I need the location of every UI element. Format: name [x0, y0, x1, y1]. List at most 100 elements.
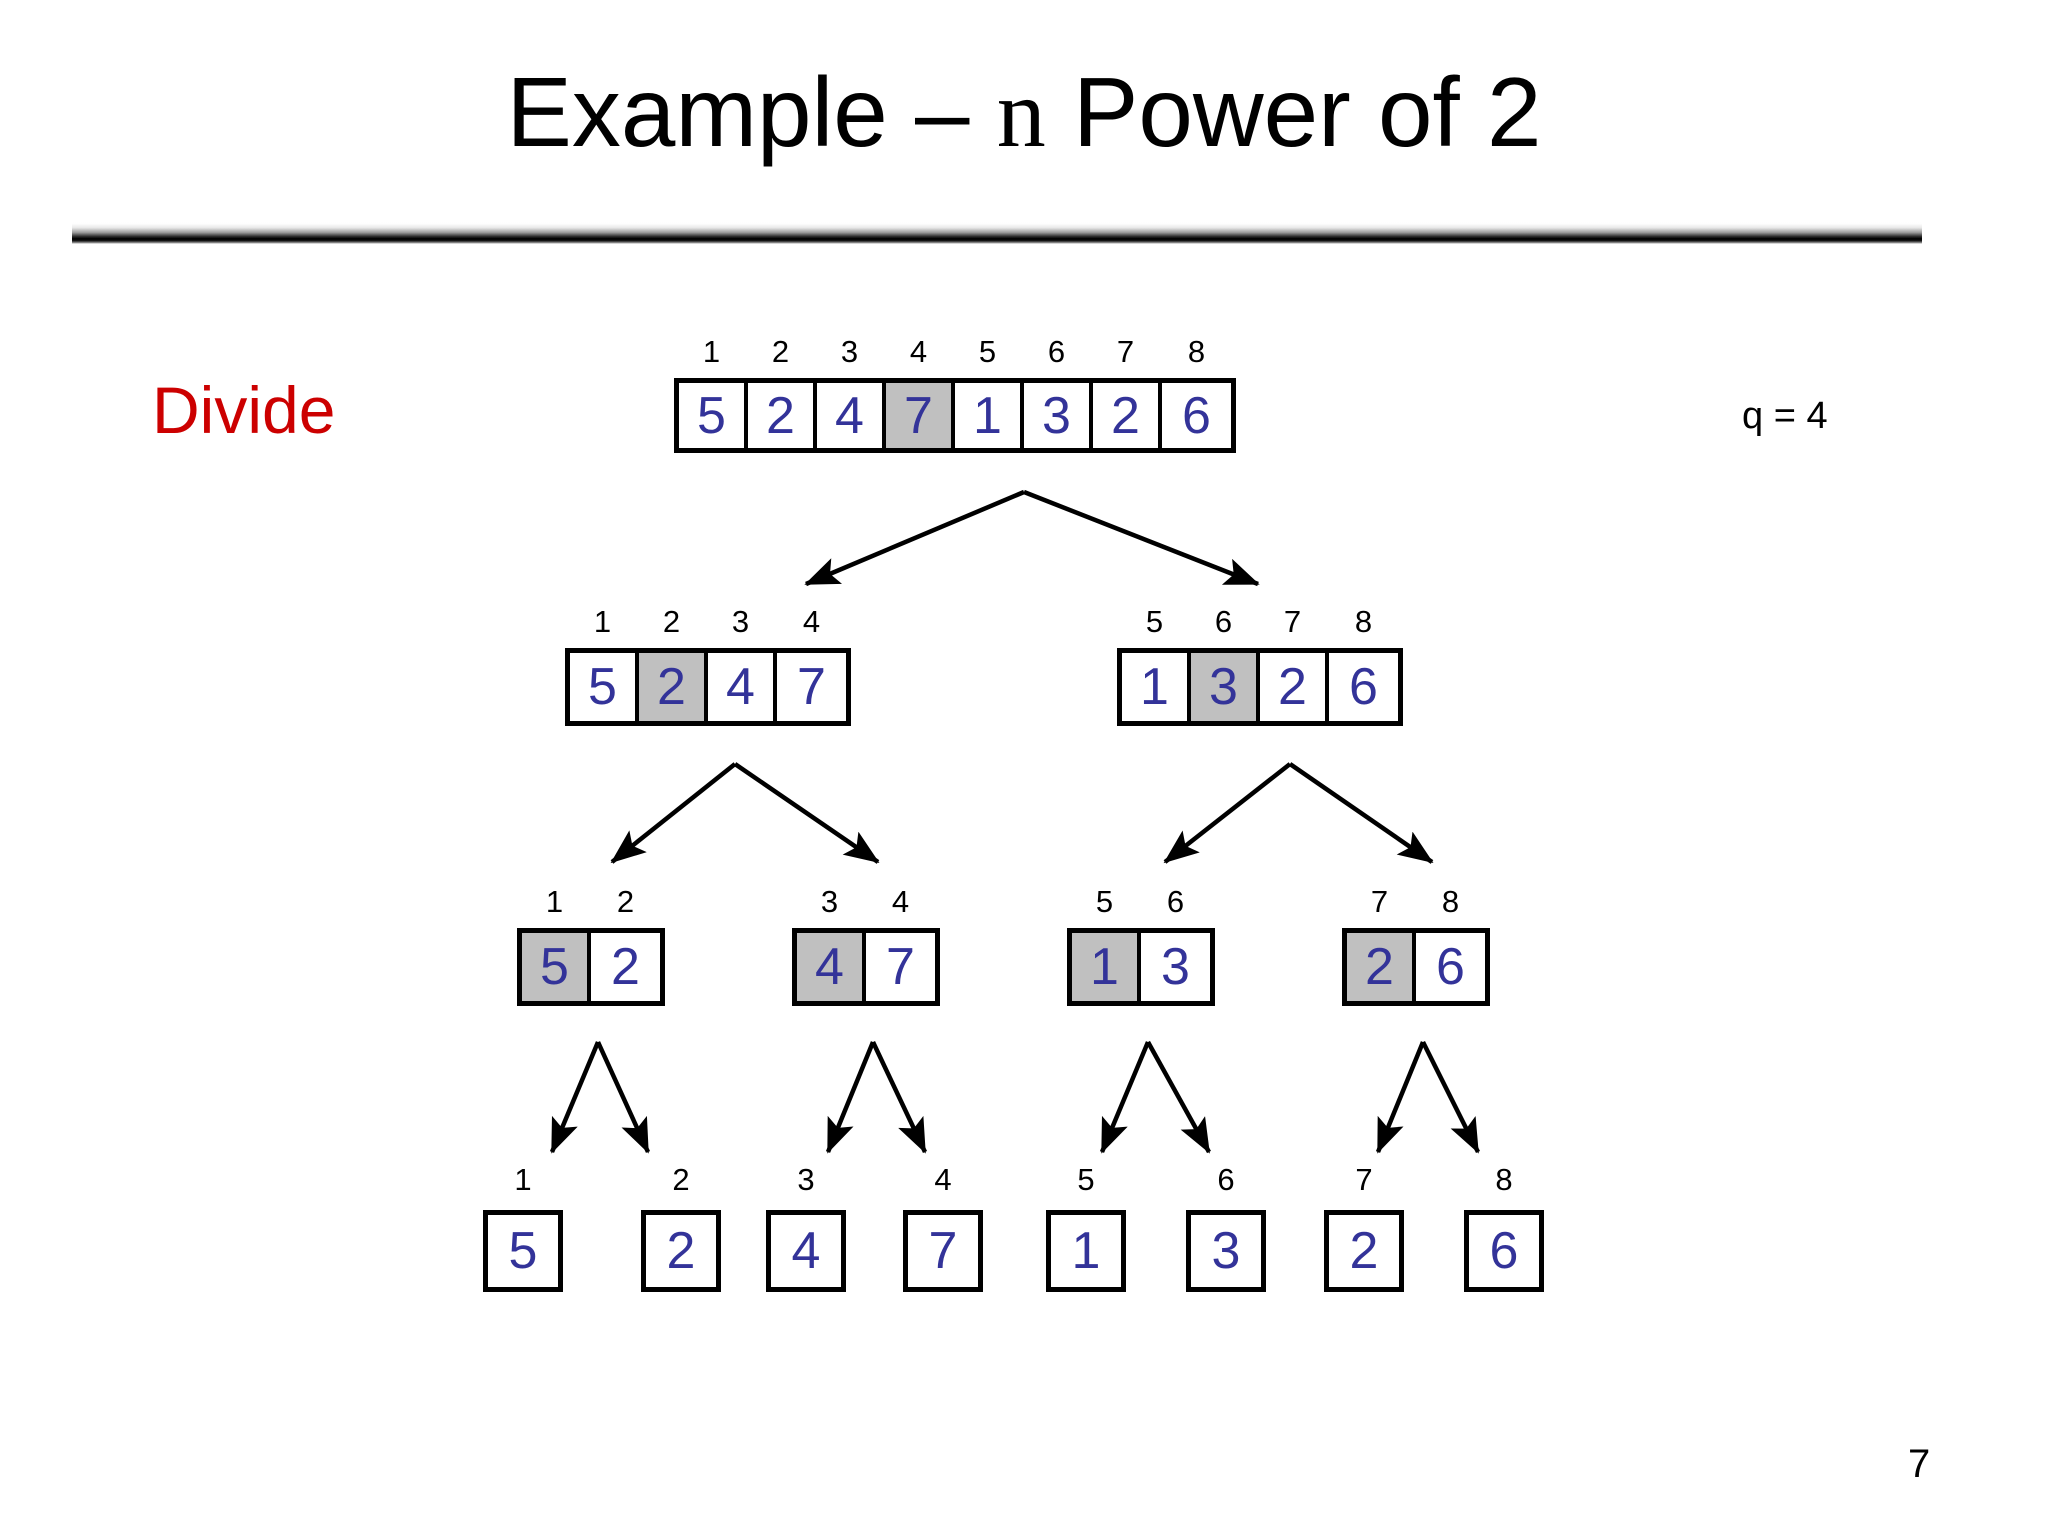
array-index-label: 6 [1166, 884, 1185, 919]
array-index-label: 8 [1187, 334, 1206, 369]
array-index-label: 5 [1095, 884, 1114, 919]
array-cell-value: 1 [973, 386, 1002, 445]
arrow-pair-4-to-leaf-8 [1420, 1040, 1481, 1154]
array-cell-value: 3 [1209, 658, 1238, 716]
array-index-label: 5 [978, 334, 997, 369]
array-cell-value: 4 [835, 386, 864, 445]
array-index-label: 4 [891, 884, 910, 919]
arrow-right-half-to-pair-3 [1163, 762, 1292, 864]
title-suffix: Power of 2 [1045, 57, 1542, 167]
page-title: Example – n Power of 2 [0, 56, 2048, 170]
arrow-pair-1-to-leaf-2 [595, 1041, 651, 1154]
arrow-root-to-right [1023, 489, 1260, 587]
array-cell-value: 6 [1349, 658, 1378, 716]
page-number: 7 [1908, 1442, 1931, 1486]
array-index-label: 8 [1441, 884, 1460, 919]
array-index-label: 3 [840, 334, 859, 369]
leaf-value: 2 [1349, 1222, 1379, 1280]
leaf-index-label: 6 [1217, 1162, 1235, 1197]
leaf-value: 7 [928, 1222, 958, 1280]
array-cell-value: 7 [797, 658, 826, 716]
array-cell-value: 5 [588, 658, 617, 716]
leaf-index-label: 4 [934, 1162, 952, 1197]
pivot-q-label: q = 4 [1742, 395, 1828, 437]
array-index-label: 7 [1370, 884, 1389, 919]
divide-step-label: Divide [152, 373, 336, 447]
arrow-pair-3-to-leaf-6 [1146, 1040, 1211, 1154]
arrow-right-half-to-pair-4 [1288, 762, 1434, 864]
arrow-left-half-to-pair-1 [610, 762, 737, 864]
leaf-value: 6 [1489, 1222, 1519, 1280]
arrow-pair-3-to-leaf-5 [1099, 1041, 1151, 1154]
leaf-index-label: 8 [1495, 1162, 1513, 1197]
array-cell-value: 4 [815, 938, 844, 996]
title-variable-n: n [996, 60, 1046, 168]
leaf-value: 1 [1071, 1222, 1101, 1280]
array-cell-value: 2 [657, 658, 686, 716]
array-cell-value: 7 [904, 386, 933, 445]
array-cell-value: 5 [540, 938, 569, 996]
leaf-value: 3 [1211, 1222, 1241, 1280]
array-cell-value: 4 [726, 658, 755, 716]
leaf-index-label: 1 [514, 1162, 532, 1197]
array-index-label: 1 [593, 604, 612, 639]
array-cell-value: 1 [1140, 658, 1169, 716]
arrow-pair-2-to-leaf-4 [870, 1041, 928, 1154]
array-index-label: 5 [1145, 604, 1164, 639]
array-cell-value: 2 [1278, 658, 1307, 716]
array-cell-value: 3 [1161, 938, 1190, 996]
array-index-label: 1 [702, 334, 721, 369]
array-index-label: 6 [1214, 604, 1233, 639]
array-index-label: 3 [820, 884, 839, 919]
array-index-label: 6 [1047, 334, 1066, 369]
array-cell-value: 3 [1042, 386, 1071, 445]
array-index-label: 8 [1354, 604, 1373, 639]
leaf-value: 4 [791, 1222, 821, 1280]
array-cell-value: 2 [1111, 386, 1140, 445]
leaf-index-label: 3 [797, 1162, 815, 1197]
arrow-pair-4-to-leaf-7 [1375, 1041, 1426, 1154]
arrow-pair-2-to-leaf-3 [825, 1041, 876, 1154]
array-cell-value: 2 [611, 938, 640, 996]
array-index-label: 2 [662, 604, 681, 639]
array-index-label: 7 [1116, 334, 1135, 369]
arrow-pair-1-to-leaf-1 [549, 1041, 601, 1154]
title-divider-rule [72, 222, 1922, 244]
array-cell-value: 2 [1365, 938, 1394, 996]
arrow-root-to-left [804, 489, 1025, 587]
array-cell-value: 2 [766, 386, 795, 445]
array-cell-value: 6 [1436, 938, 1465, 996]
